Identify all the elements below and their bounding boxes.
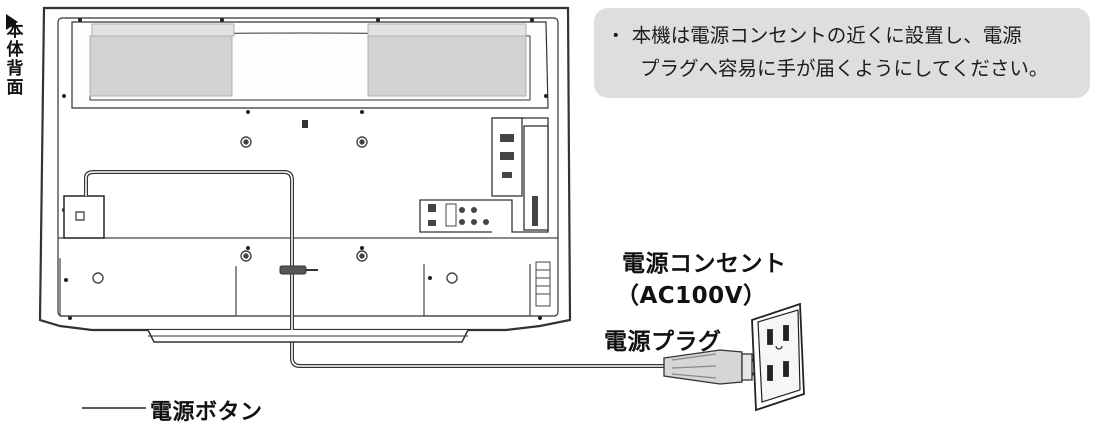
ac-voltage-label: （AC100V） [616,283,767,309]
lock-icon [302,120,308,128]
side-button-strip [535,261,551,307]
note-line-2: プラグへ容易に手が届くようにしてください。 [640,57,1049,80]
tv-back-diagram [6,6,805,412]
side-label-char: 体 [6,40,24,60]
note-line-1: ・ 本機は電源コンセントの近くに設置し、電源 [606,24,1022,47]
wall-mount-holes [92,136,458,284]
installation-note: ・ 本機は電源コンセントの近くに設置し、電源 プラグへ容易に手が届くようにしてく… [594,8,1090,98]
lower-body-seams [58,237,558,317]
ac-inlet [63,195,105,239]
pointer-triangle-icon [6,14,18,30]
power-button-label: 電源ボタン [150,400,263,425]
cable-clamp [279,265,318,275]
plug-label: 電源プラグ [604,329,722,355]
tv-stand [147,329,469,343]
outlet-label: 電源コンセント [622,251,787,277]
vent-grilles [89,23,527,97]
side-label-char: 面 [6,78,24,98]
terminal-ports [428,134,538,227]
wall-outlet [751,302,805,412]
side-label-char: 背 [6,59,24,79]
screw-dots [62,18,548,320]
side-label-char: 本 [6,21,24,41]
side-label-back: 本 体 背 面 [2,8,28,98]
power-plug [663,349,766,385]
